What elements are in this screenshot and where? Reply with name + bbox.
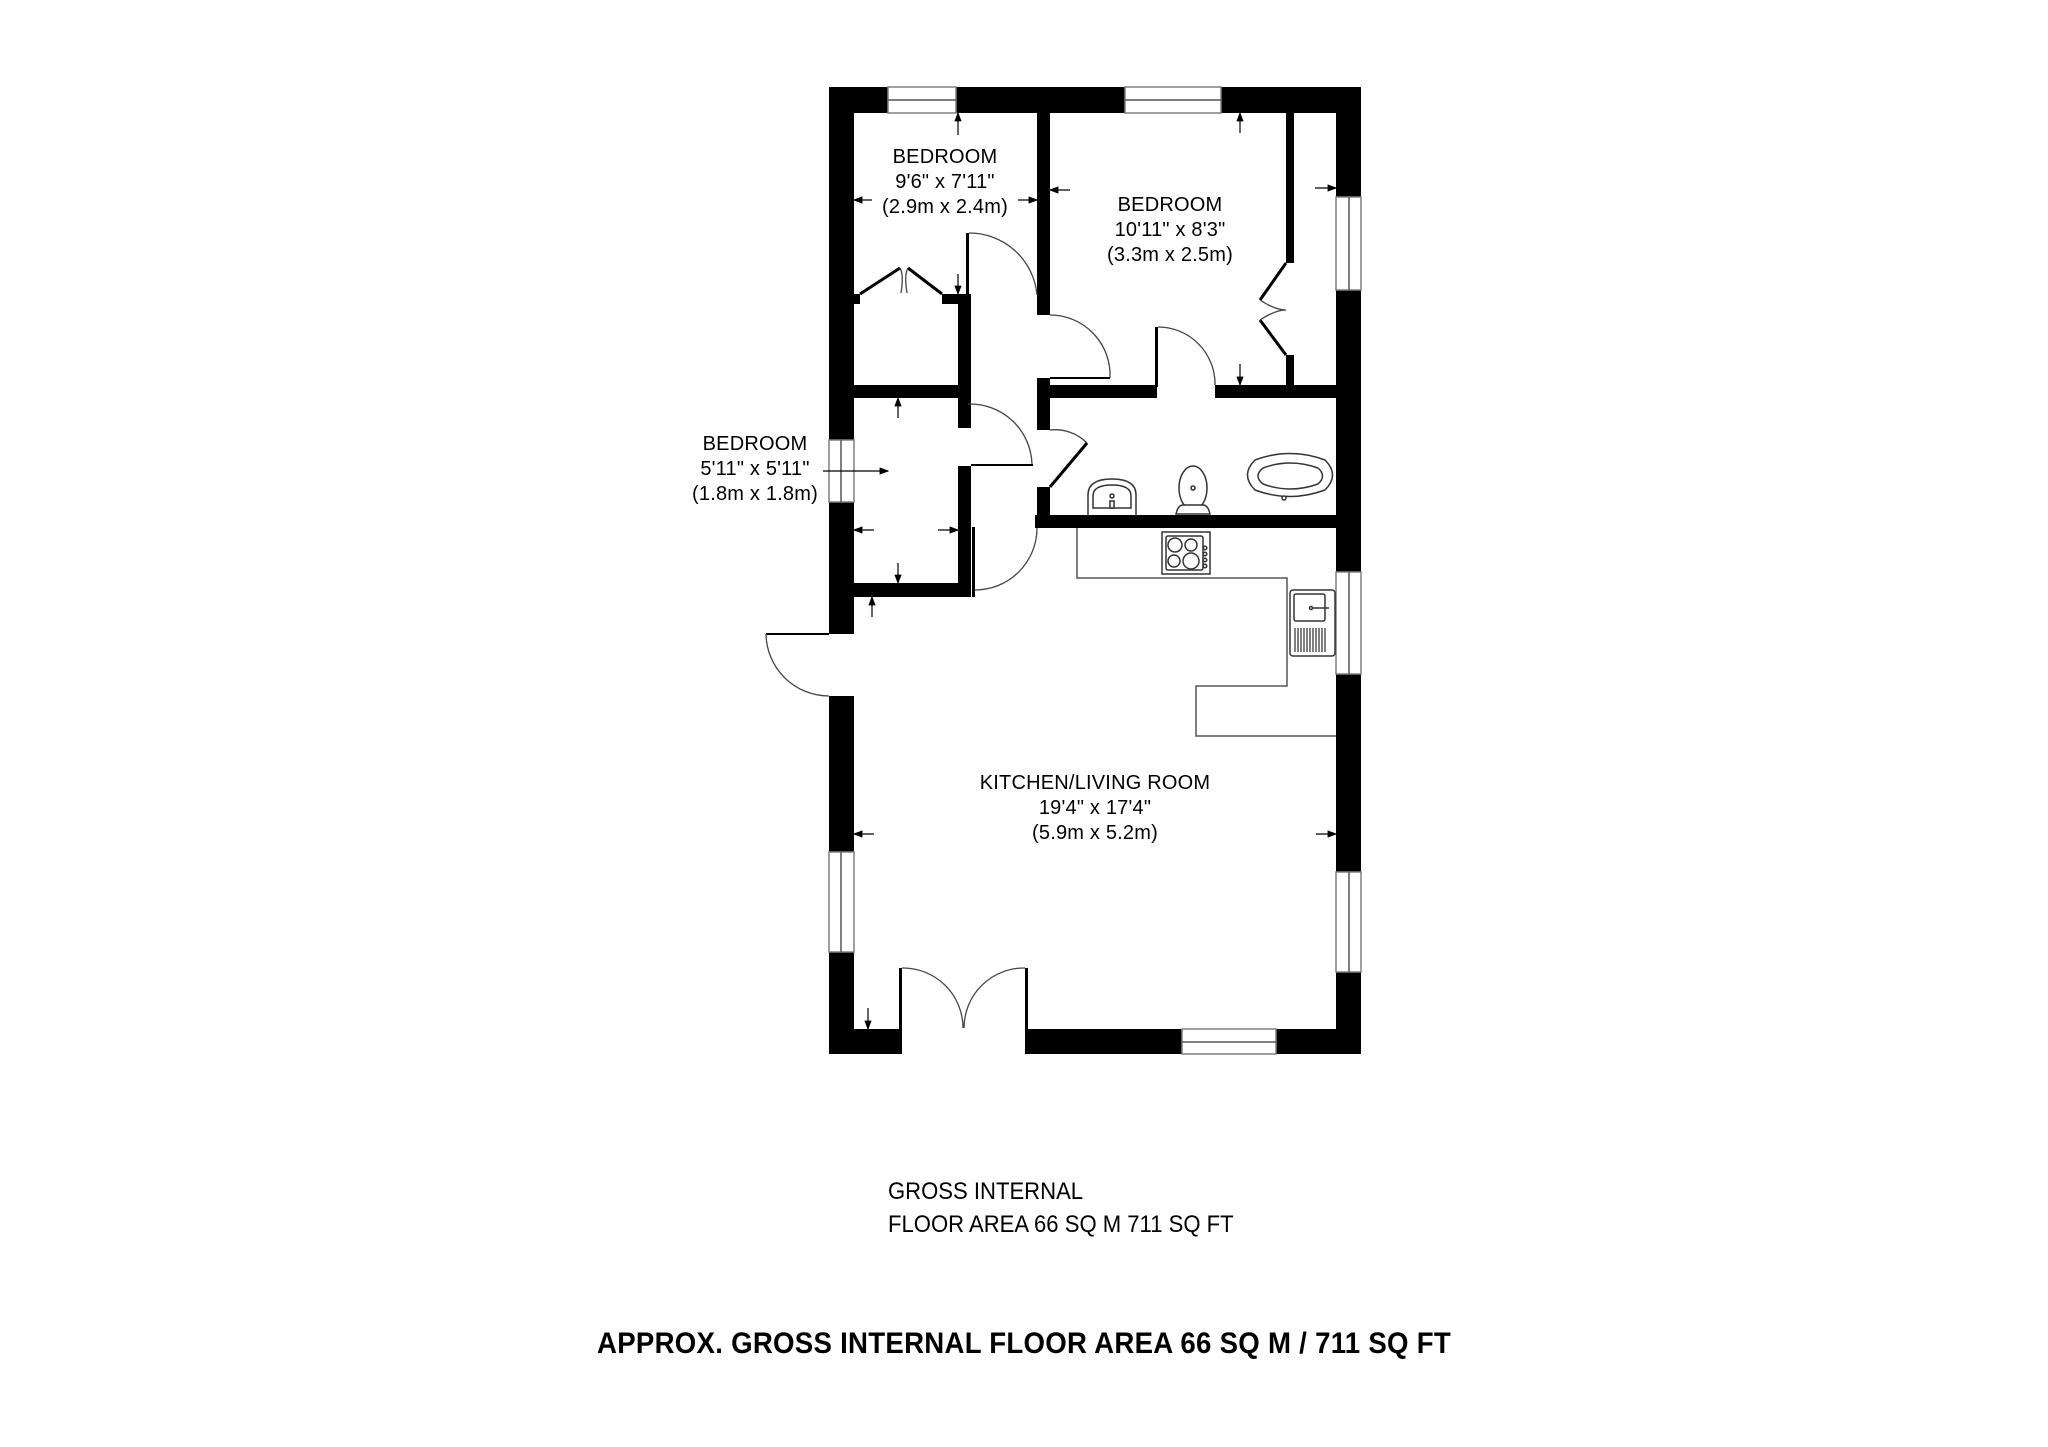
wardrobe-doors-bedroom-2 <box>1258 262 1288 356</box>
door-bedroom-2 <box>1157 326 1216 386</box>
bath-icon <box>1246 452 1334 501</box>
room-dimensions-imperial: 5'11" x 5'11" <box>700 458 810 480</box>
room-dimensions-metric: (5.9m x 5.2m) <box>1032 822 1158 844</box>
french-doors <box>901 967 1026 1029</box>
window-right-living <box>1335 871 1362 973</box>
kitchen-counter <box>1076 528 1336 737</box>
room-dimensions-imperial: 19'4" x 17'4" <box>1038 797 1152 819</box>
toilet-icon <box>1175 465 1211 515</box>
room-dimensions-imperial: 10'11" x 8'3" <box>1114 219 1226 241</box>
wardrobe-doors-bedroom-1 <box>859 266 943 296</box>
room-label-bedroom-2: BEDROOM 10'11" x 8'3" (3.3m x 2.5m) <box>1085 193 1255 268</box>
room-dimensions-metric: (2.9m x 2.4m) <box>882 196 1008 218</box>
room-name: BEDROOM <box>892 146 998 168</box>
window-top-bedroom-2 <box>1124 86 1222 114</box>
door-bathroom <box>1048 429 1089 488</box>
dimension-arrows <box>823 111 1338 1031</box>
room-dimensions-metric: (1.8m x 1.8m) <box>692 483 818 505</box>
window-left-living <box>828 851 855 953</box>
outer-walls <box>829 87 1361 1054</box>
room-label-kitchen-living: KITCHEN/LIVING ROOM 19'4" x 17'4" (5.9m … <box>945 771 1245 846</box>
door-entrance <box>765 633 830 697</box>
window-right-bedroom-2 <box>1335 196 1362 291</box>
door-hallway <box>1049 314 1111 379</box>
room-label-bedroom-1: BEDROOM 9'6" x 7'11" (2.9m x 2.4m) <box>870 145 1020 220</box>
drainer <box>1294 628 1326 652</box>
hob-icon <box>1161 531 1211 575</box>
room-label-bedroom-3: BEDROOM 5'11" x 5'11" (1.8m x 1.8m) <box>680 432 830 507</box>
kitchen-sink-icon <box>1289 589 1336 657</box>
window-top-bedroom-1 <box>887 86 957 114</box>
door-bedroom-3 <box>967 403 1033 465</box>
door-bedroom-1 <box>968 232 1038 296</box>
door-kitchen <box>974 527 1038 591</box>
washbasin-icon <box>1087 478 1137 515</box>
kitchen-fixtures <box>1076 528 1336 737</box>
gross-area-line-2: FLOOR AREA 66 SQ M 711 SQ FT <box>888 1211 1234 1238</box>
window-right-kitchen <box>1335 571 1362 675</box>
room-name: KITCHEN/LIVING ROOM <box>979 772 1211 794</box>
room-name: BEDROOM <box>1117 194 1223 216</box>
room-dimensions-imperial: 9'6" x 7'11" <box>895 171 995 193</box>
bathroom-fixtures <box>1087 452 1334 515</box>
internal-walls <box>766 113 1336 1029</box>
doors <box>765 232 1288 1029</box>
room-name: BEDROOM <box>702 433 808 455</box>
room-dimensions-metric: (3.3m x 2.5m) <box>1107 244 1233 266</box>
gross-internal-area: GROSS INTERNAL FLOOR AREA 66 SQ M 711 SQ… <box>888 1175 1234 1241</box>
gross-area-line-1: GROSS INTERNAL <box>888 1178 1084 1205</box>
approx-floor-area-caption: APPROX. GROSS INTERNAL FLOOR AREA 66 SQ … <box>596 1327 1452 1360</box>
window-bottom-living <box>1181 1028 1277 1055</box>
